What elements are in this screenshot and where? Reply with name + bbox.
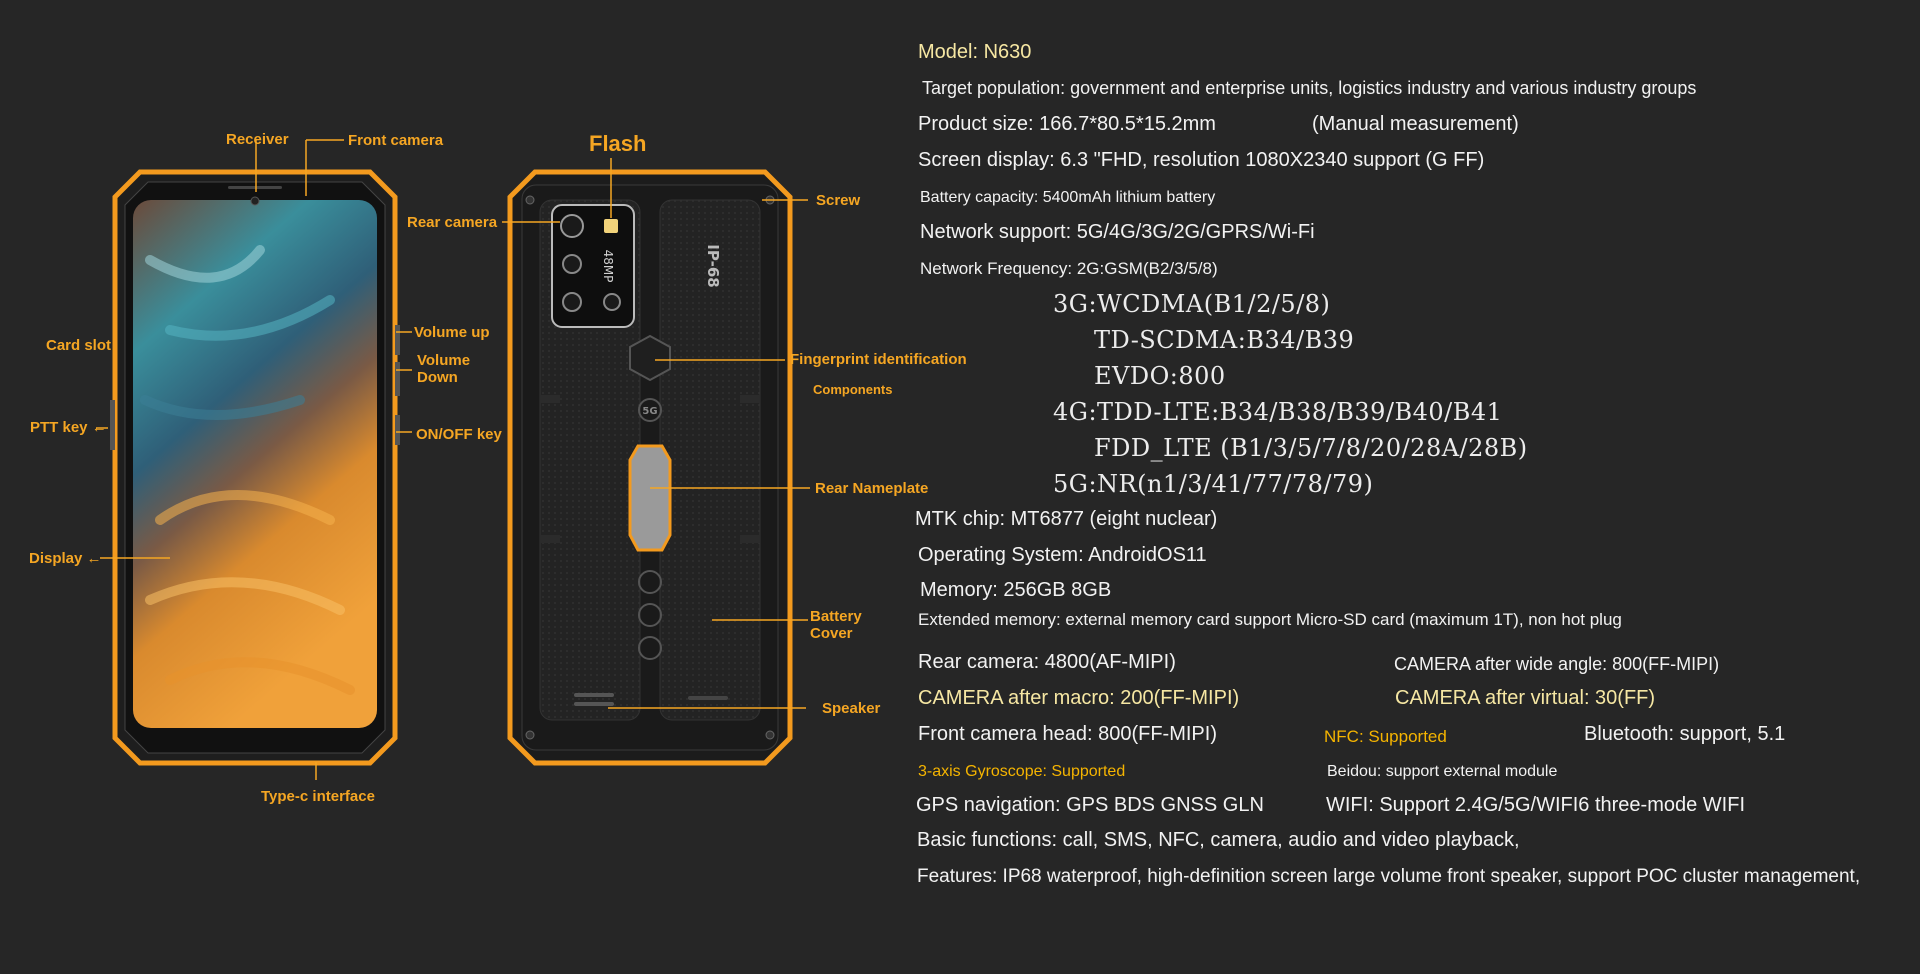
spec-battery: Battery capacity: 5400mAh lithium batter… (920, 189, 1216, 206)
label-screw: Screw (816, 192, 861, 209)
spec-size-note: (Manual measurement) (1312, 113, 1519, 135)
front-screen (133, 200, 377, 728)
spec-features: Features: IP68 waterproof, high-definiti… (917, 866, 1861, 887)
spec-bluetooth: Bluetooth: support, 5.1 (1584, 723, 1786, 745)
freq-fdd: FDD_LTE (B1/3/5/7/8/20/28A/28B) (1094, 434, 1528, 462)
spec-nfc: NFC: Supported (1324, 727, 1447, 746)
spec-network: Network support: 5G/4G/3G/2G/GPRS/Wi-Fi (920, 221, 1315, 243)
label-flash: Flash (589, 131, 647, 156)
camera-marking: 48MP (601, 250, 615, 283)
leader-lines (96, 139, 810, 780)
front-camera-dot (250, 196, 260, 206)
flash-led (604, 219, 618, 233)
badge-5g: 5G (642, 406, 657, 417)
spec-chip: MTK chip: MT6877 (eight nuclear) (915, 508, 1218, 530)
spec-wide-camera: CAMERA after wide angle: 800(FF-MIPI) (1394, 654, 1720, 674)
label-rear-nameplate: Rear Nameplate (815, 480, 929, 497)
freq-3g-wcdma: 3G:WCDMA(B1/2/5/8) (1053, 290, 1331, 318)
spec-model: Model: N630 (918, 41, 1032, 63)
label-rear-camera: Rear camera (407, 214, 498, 231)
label-display: Display ← (29, 550, 102, 567)
label-fingerprint: Fingerprint identification (790, 351, 967, 368)
spec-frequency: Network Frequency: 2G:GSM(B2/3/5/8) (920, 259, 1218, 278)
spec-ext-memory: Extended memory: external memory card su… (918, 610, 1622, 629)
spec-target: Target population: government and enterp… (922, 78, 1697, 98)
front-phone (110, 169, 400, 766)
spec-os: Operating System: AndroidOS11 (918, 544, 1207, 566)
spec-rear-camera: Rear camera: 4800(AF-MIPI) (918, 651, 1176, 673)
spec-virtual-camera: CAMERA after virtual: 30(FF) (1395, 687, 1656, 709)
label-front-camera: Front camera (348, 132, 444, 149)
label-speaker: Speaker (822, 700, 881, 717)
label-card-slot: Card slot (46, 337, 112, 354)
label-on-off-key: ON/OFF key (416, 426, 502, 443)
label-battery-cover: Battery Cover (810, 608, 862, 642)
phone-diagram: 48MP IP-68 5G (96, 139, 810, 780)
freq-5g-nr: 5G:NR(n1/3/41/77/78/79) (1053, 470, 1374, 498)
label-ptt-key: PTT key ← (30, 419, 107, 436)
label-components: Components (813, 382, 893, 397)
label-volume-up: Volume up (414, 324, 490, 341)
spec-screen: Screen display: 6.3 "FHD, resolution 108… (918, 149, 1485, 171)
freq-4g-tdd: 4G:TDD-LTE:B34/B38/B39/B40/B41 (1053, 398, 1503, 426)
fingerprint-sensor (629, 334, 671, 382)
freq-evdo: EVDO:800 (1094, 362, 1226, 390)
spec-macro-camera: CAMERA after macro: 200(FF-MIPI) (918, 687, 1240, 709)
spec-front-camera: Front camera head: 800(FF-MIPI) (918, 723, 1217, 745)
spec-basic: Basic functions: call, SMS, NFC, camera,… (917, 829, 1520, 851)
label-receiver: Receiver (226, 131, 289, 148)
spec-gps: GPS navigation: GPS BDS GNSS GLN (916, 794, 1264, 816)
back-phone (507, 169, 793, 766)
spec-gyroscope: 3-axis Gyroscope: Supported (918, 763, 1126, 780)
rear-nameplate (628, 444, 672, 552)
freq-td-scdma: TD-SCDMA:B34/B39 (1094, 326, 1355, 354)
spec-size: Product size: 166.7*80.5*15.2mm (918, 113, 1216, 135)
label-volume-down: Volume Down (417, 352, 471, 386)
ip68-badge: IP-68 (704, 244, 722, 287)
spec-memory: Memory: 256GB 8GB (920, 579, 1112, 601)
spec-beidou: Beidou: support external module (1327, 763, 1558, 780)
label-type-c: Type-c interface (261, 788, 375, 805)
spec-wifi: WIFI: Support 2.4G/5G/WIFI6 three-mode W… (1326, 794, 1746, 816)
